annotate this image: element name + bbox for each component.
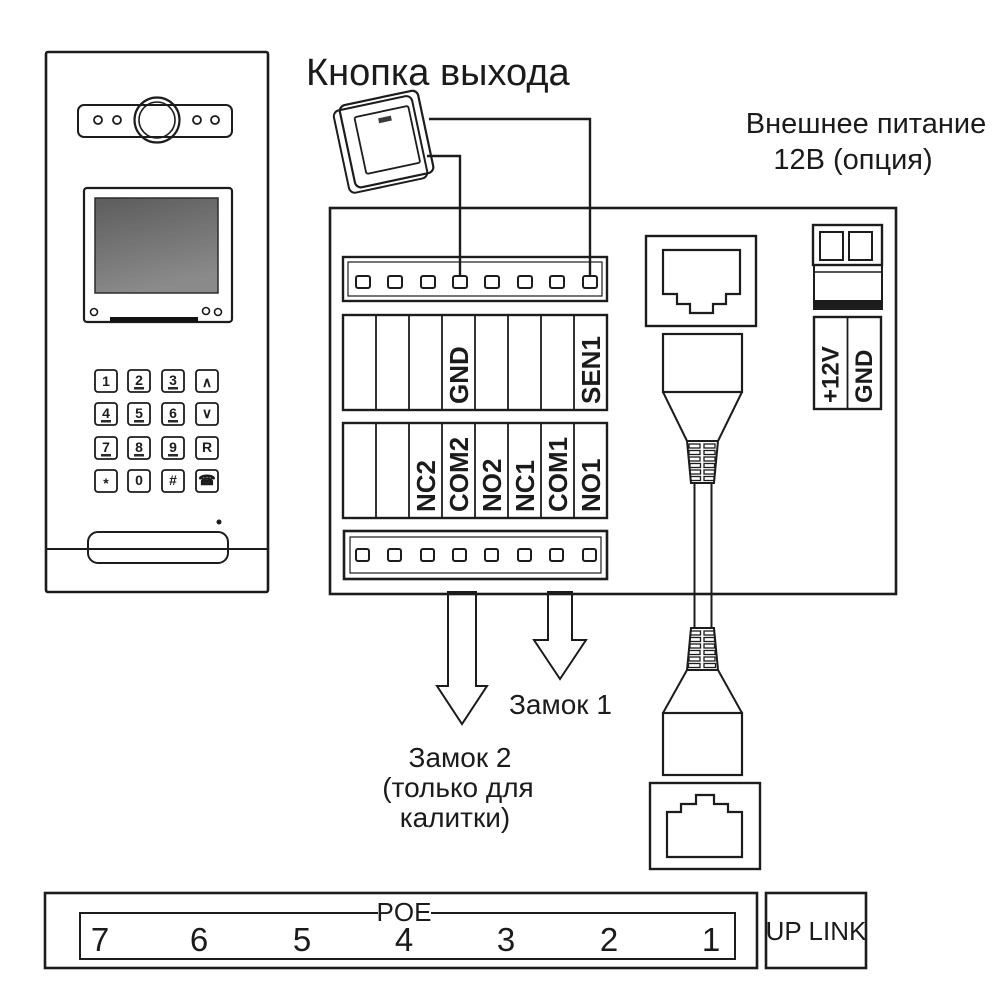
terminal-row-1: GND SEN1 [341, 313, 609, 412]
camera-lens-icon [133, 96, 181, 144]
rj45-socket-top [644, 234, 758, 328]
rj45-socket-bottom [648, 781, 762, 871]
external-power-label-line2: 12В (опция) [773, 144, 932, 176]
terminal-label-nc2: NC2 [411, 460, 441, 512]
poe-port-7: 7 [91, 921, 109, 958]
terminal-label-com2: COM2 [444, 437, 474, 512]
key-4 [94, 402, 118, 426]
display [82, 186, 234, 324]
key-2 [127, 369, 151, 393]
key-9 [161, 436, 185, 460]
terminal-label-no1: NO1 [576, 459, 606, 512]
power-connector: +12V GND [811, 223, 884, 411]
key-up [195, 369, 219, 393]
key-label: 2 [135, 372, 143, 388]
exit-button-label: Кнопка выхода [306, 52, 571, 94]
rj45-jack-icon [661, 248, 742, 315]
terminal-row-2: NC2 COM2 NO2 NC1 COM1 NO1 [341, 421, 609, 520]
key-label: * [103, 475, 109, 491]
ir-led-icon [93, 115, 103, 125]
boot-ribs [687, 630, 717, 669]
poe-switch-bar: POE 7 6 5 4 3 2 1 UP LINK [43, 891, 868, 970]
rj45-plug-top [661, 332, 744, 394]
screw-terminal-icon [819, 231, 844, 261]
key-call-icon: ☎ [198, 472, 215, 488]
poe-port-5: 5 [293, 921, 311, 958]
lock2-label-line2: (только для [382, 772, 533, 803]
key-label: 4 [102, 405, 110, 421]
key-down [195, 402, 219, 426]
poe-port-6: 6 [190, 921, 208, 958]
ir-led-icon [210, 115, 220, 125]
poe-port-4: 4 [395, 921, 413, 958]
terminal-label-gnd: GND [444, 346, 474, 404]
lock2-arrow-icon [435, 591, 489, 726]
terminal-label-sen1: SEN1 [576, 336, 606, 404]
mic-hole-icon [216, 519, 222, 525]
key-label: 8 [135, 439, 143, 455]
uplink-port-box [764, 891, 868, 970]
uplink-label: UP LINK [766, 916, 867, 946]
poe-port-1: 1 [702, 921, 720, 958]
key-8 [127, 436, 151, 460]
wire-exit-to-sen1 [429, 117, 592, 277]
lock2-label-line3: калитки) [400, 802, 510, 833]
lock1-label: Замок 1 [509, 689, 612, 720]
key-5 [127, 402, 151, 426]
key-label: 0 [135, 472, 143, 488]
key-down-icon: ∨ [202, 405, 212, 421]
power-label-12v: +12V [818, 346, 845, 403]
card-reader-area [87, 531, 229, 564]
key-label: 3 [169, 372, 177, 388]
ir-led-icon [112, 115, 122, 125]
key-6 [161, 402, 185, 426]
key-r [195, 436, 219, 460]
patch-cable [661, 332, 744, 777]
terminal-label-no2: NO2 [477, 459, 507, 512]
terminal-label-nc1: NC1 [510, 460, 540, 512]
poe-group-outline [79, 912, 736, 960]
key-label: 1 [102, 373, 110, 389]
screen [94, 197, 219, 294]
key-label: R [202, 439, 212, 455]
key-subletters [101, 387, 178, 457]
keypad: 1 2 3 ∧ 4 5 6 ∨ 7 8 9 R * 0 # ☎ [94, 369, 219, 493]
key-up-icon: ∧ [202, 374, 212, 390]
external-power-label-line1: Внешнее питание [746, 108, 986, 140]
key-7 [94, 436, 118, 460]
terminal-label-com1: COM1 [543, 437, 573, 512]
key-call [195, 469, 219, 493]
rj45-plug-bottom [661, 711, 744, 777]
poe-label: POE [377, 897, 432, 927]
key-label: 9 [169, 439, 177, 455]
lock1-arrow-icon [532, 591, 588, 681]
screw-terminal-icon [848, 231, 873, 261]
door-panel: 1 2 3 ∧ 4 5 6 ∨ 7 8 9 R * 0 # ☎ [44, 50, 270, 594]
key-label: 7 [102, 439, 110, 455]
power-label-gnd: GND [851, 350, 878, 403]
ir-led-icon [192, 115, 202, 125]
key-0 [127, 469, 151, 493]
terminal-strip-bottom [342, 529, 609, 581]
boot-ribs [688, 443, 716, 482]
terminal-strip-top [341, 255, 609, 303]
key-star [94, 469, 118, 493]
button-label-mark [378, 115, 392, 124]
poe-port-3: 3 [497, 921, 515, 958]
key-label: 6 [169, 405, 177, 421]
poe-port-2: 2 [600, 921, 618, 958]
lock2-label-line1: Замок 2 [409, 742, 512, 773]
key-3 [161, 369, 185, 393]
exit-button-device [332, 89, 435, 194]
key-label: 5 [135, 405, 143, 421]
wire-exit-to-gnd [427, 154, 462, 277]
key-1 [94, 369, 118, 393]
key-label: # [169, 472, 177, 488]
camera-module [77, 96, 233, 144]
key-hash [161, 469, 185, 493]
device-board-outline [328, 206, 898, 596]
rj45-jack-icon [665, 793, 744, 859]
cable-boot-top [685, 440, 720, 484]
